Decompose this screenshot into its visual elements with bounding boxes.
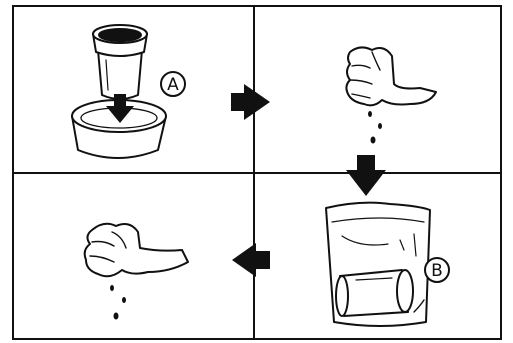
arrow-right-icon	[231, 84, 270, 120]
cup-illustration	[93, 25, 147, 99]
arrow-down-icon	[346, 155, 386, 196]
label-a: A	[167, 75, 179, 95]
label-b: B	[431, 261, 443, 281]
panel-2-squeeze	[346, 47, 436, 143]
squeezing-hand-illustration	[346, 47, 436, 105]
panel-4-squeeze-again	[85, 224, 188, 320]
drip-drops	[368, 111, 382, 144]
arrow-left-icon	[232, 243, 270, 277]
squeezing-hand-illustration-2	[85, 224, 188, 277]
cup-in-bag-illustration	[336, 270, 413, 316]
drip-drops-2	[110, 285, 126, 320]
